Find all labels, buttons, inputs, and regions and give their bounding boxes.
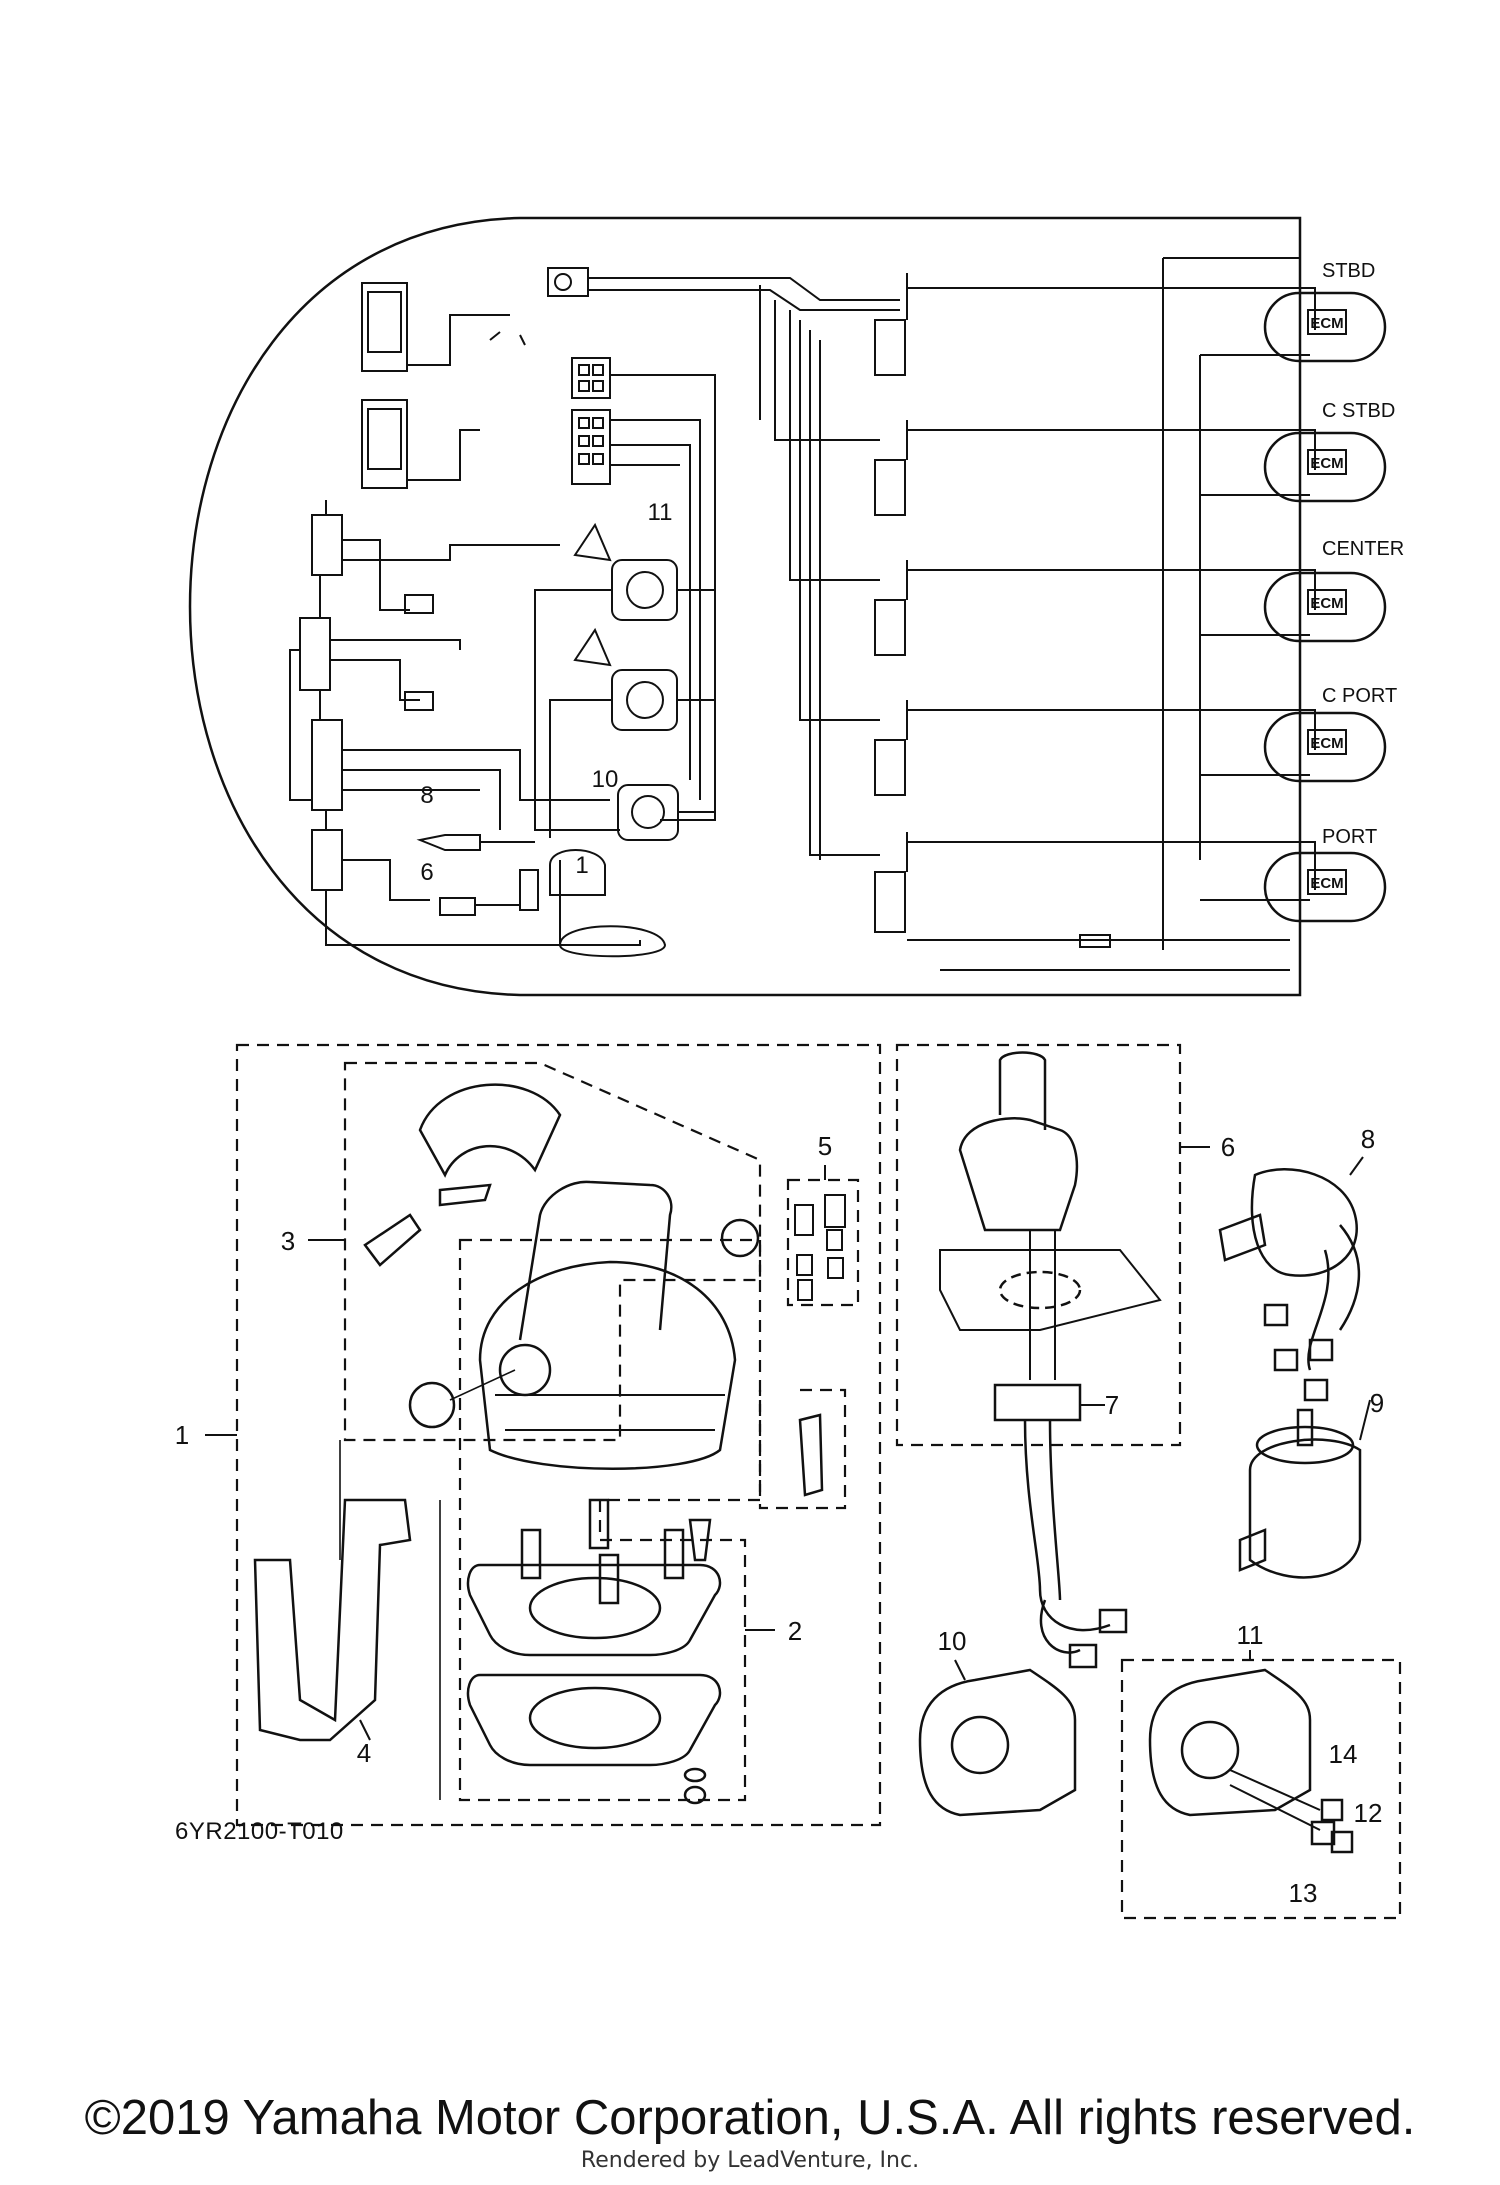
ecm-labels: ECM ECM ECM ECM ECM — [1310, 315, 1343, 892]
ecm-label: ECM — [1310, 455, 1343, 472]
engine-label-center: CENTER — [1322, 538, 1404, 560]
engine-harness — [759, 257, 1316, 971]
boat-hull-outline — [188, 216, 1302, 997]
callout-9: 9 — [1370, 1388, 1384, 1418]
engine-label-stbd: STBD — [1322, 260, 1375, 282]
mounting-bracket — [253, 1498, 412, 1742]
engine-label-port: PORT — [1322, 826, 1377, 848]
control-lever — [518, 1180, 673, 1341]
callout-11: 11 — [1237, 1620, 1264, 1650]
group-6-boundary — [895, 1043, 1182, 1447]
ecm-units — [1263, 291, 1387, 923]
group-11-boundary — [1120, 1658, 1402, 1920]
bolt-boundary — [758, 1388, 847, 1510]
joystick-base — [958, 1117, 1079, 1232]
steering-unit — [1250, 1168, 1358, 1277]
ecm-label: ECM — [1310, 315, 1343, 332]
part-code: 6YR2100-T010 — [175, 1818, 344, 1845]
group-inner-boundary — [458, 1238, 762, 1802]
remote-box-10 — [918, 1668, 1077, 1817]
remote-box-11 — [1148, 1668, 1312, 1817]
ecm-label: ECM — [1310, 875, 1343, 892]
callout-6-schematic: 6 — [420, 859, 433, 886]
rendered-by-notice: Rendered by LeadVenture, Inc. — [580, 2148, 920, 2173]
callout-1-schematic: 1 — [575, 852, 588, 879]
base-plate-lower — [466, 1673, 722, 1767]
callout-10-schematic: 10 — [592, 766, 619, 793]
cover-plate — [418, 1083, 562, 1178]
group-5-boundary — [786, 1178, 860, 1307]
joystick-handle — [998, 1051, 1047, 1130]
wiring-harness — [289, 257, 1316, 971]
callout-11-schematic: 11 — [648, 499, 673, 526]
callout-10: 10 — [938, 1626, 967, 1656]
copyright-notice: ©2019 Yamaha Motor Corporation, U.S.A. A… — [84, 2091, 1416, 2145]
actuator-unit — [1248, 1438, 1362, 1579]
engine-label-c-port: C PORT — [1322, 685, 1397, 707]
callout-3: 3 — [281, 1226, 295, 1256]
group-3-boundary — [343, 1061, 762, 1442]
callout-8-schematic: 8 — [420, 782, 433, 809]
ecm-label: ECM — [1310, 735, 1343, 752]
ecm-label: ECM — [1310, 595, 1343, 612]
callout-13: 13 — [1289, 1878, 1318, 1908]
callout-6: 6 — [1221, 1132, 1235, 1162]
engine-label-c-stbd: C STBD — [1322, 400, 1395, 422]
callout-12: 12 — [1354, 1798, 1383, 1828]
callout-14: 14 — [1329, 1739, 1358, 1769]
callout-8: 8 — [1361, 1124, 1375, 1154]
callout-7: 7 — [1105, 1390, 1119, 1420]
callout-1: 1 — [175, 1420, 189, 1450]
callout-5: 5 — [818, 1131, 832, 1161]
callout-4: 4 — [357, 1738, 371, 1768]
group-1-boundary — [235, 1043, 882, 1827]
control-body — [478, 1260, 737, 1470]
callout-2: 2 — [788, 1616, 802, 1646]
joystick-nut — [993, 1383, 1082, 1422]
base-plate-upper — [466, 1563, 722, 1657]
